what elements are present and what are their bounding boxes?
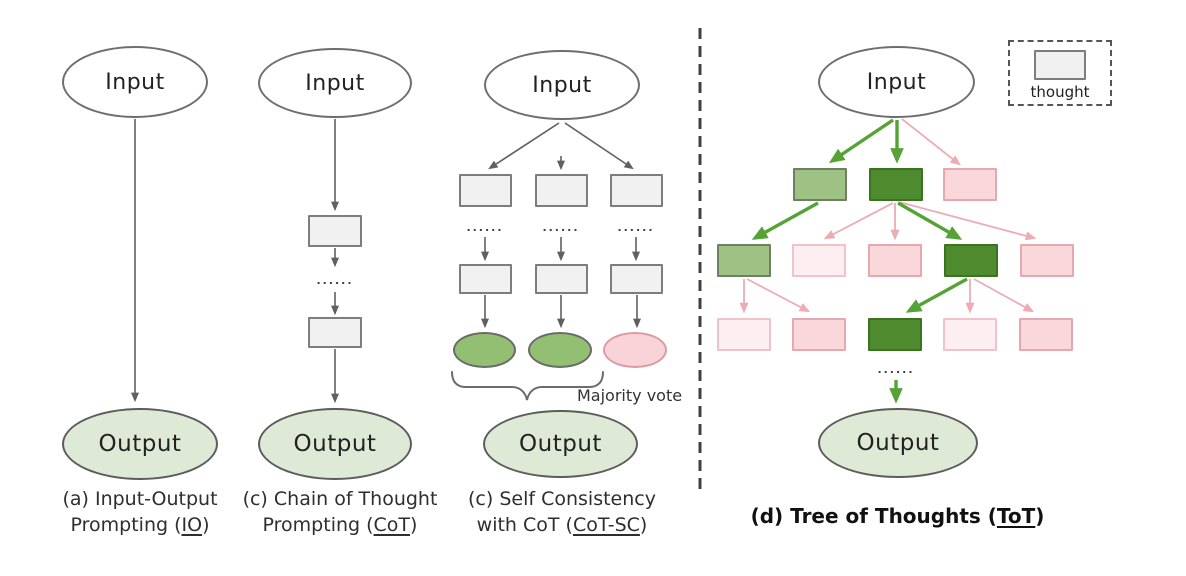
io-caption-acronym: IO — [181, 514, 203, 536]
cotsc-ellipsis-dots-1: ...... — [466, 221, 504, 234]
cotsc-caption-acronym: CoT-SC — [572, 514, 640, 536]
tot-ellipsis-dots: ...... — [877, 363, 915, 376]
tot-input-node: Input — [818, 46, 975, 118]
tot-pink-connectors — [739, 118, 1037, 314]
cotsc-thought-box-r2c1 — [459, 264, 512, 294]
cotsc-thought-box-r1c1 — [459, 174, 512, 207]
cot-output-node: Output — [258, 408, 412, 480]
tot-node-r3c1 — [717, 318, 771, 351]
tot-node-r2c2 — [792, 244, 846, 277]
majority-vote-brace — [451, 371, 604, 401]
tot-node-r1c3 — [943, 168, 997, 201]
tot-node-r2c5 — [1020, 244, 1074, 277]
legend-thought-label: thought — [1030, 83, 1090, 101]
cotsc-ellipsis-dots-3: ...... — [617, 221, 655, 234]
cotsc-input-node: Input — [484, 50, 640, 120]
cot-caption: (c) Chain of Thought Prompting (CoT) — [226, 486, 454, 538]
cot-input-node: Input — [258, 48, 412, 118]
cotsc-result-ellipse-2 — [528, 332, 592, 368]
cot-input-label: Input — [305, 70, 365, 96]
cot-caption-line1: (c) Chain of Thought — [242, 488, 438, 510]
io-input-node: Input — [62, 46, 208, 118]
cotsc-input-label: Input — [532, 72, 592, 98]
io-output-label: Output — [98, 431, 182, 457]
io-caption-line2-post: ) — [202, 514, 210, 536]
cotsc-thought-box-r1c3 — [610, 174, 663, 207]
legend-box: thought — [1008, 40, 1112, 106]
cotsc-connectors — [481, 122, 641, 329]
tot-node-r3c5 — [1019, 318, 1073, 351]
io-caption-line2-pre: Prompting ( — [70, 514, 182, 536]
tot-caption-acronym: ToT — [996, 504, 1036, 528]
cotsc-ellipsis-dots-2: ...... — [542, 221, 580, 234]
cot-output-label: Output — [293, 431, 377, 457]
tot-green-connectors — [751, 118, 968, 404]
cotsc-caption: (c) Self Consistency with CoT (CoT-SC) — [448, 486, 676, 538]
io-input-label: Input — [105, 69, 165, 95]
io-caption-line1: (a) Input-Output — [62, 488, 218, 510]
cotsc-result-ellipse-1 — [453, 332, 516, 368]
cotsc-thought-box-r2c2 — [535, 264, 588, 294]
cotsc-caption-line2-post: ) — [639, 514, 648, 536]
tot-node-r2c1 — [717, 244, 771, 277]
tot-caption-pre: (d) Tree of Thoughts ( — [750, 504, 997, 528]
cot-thought-box-2 — [308, 317, 362, 348]
tot-node-r1c1 — [793, 168, 847, 201]
cot-caption-line2-post: ) — [410, 514, 418, 536]
io-caption: (a) Input-Output Prompting (IO) — [28, 486, 252, 538]
tot-node-r1c2 — [869, 168, 923, 201]
legend-thought-swatch — [1034, 50, 1086, 80]
cot-caption-acronym: CoT — [373, 514, 411, 536]
cotsc-caption-line2-pre: with CoT ( — [476, 514, 573, 536]
tot-output-node: Output — [818, 408, 978, 478]
cot-ellipsis-dots: ...... — [316, 274, 354, 287]
cotsc-output-node: Output — [483, 410, 638, 478]
io-output-node: Output — [62, 408, 218, 480]
tot-node-r3c3 — [868, 318, 922, 351]
tot-node-r3c2 — [792, 318, 846, 351]
cotsc-result-ellipse-3 — [603, 332, 667, 368]
cot-caption-line2-pre: Prompting ( — [262, 514, 374, 536]
cotsc-thought-box-r2c3 — [610, 264, 663, 294]
cotsc-caption-line1: (c) Self Consistency — [468, 488, 656, 510]
tot-caption-post: ) — [1035, 504, 1045, 528]
cot-thought-box-1 — [308, 215, 362, 247]
majority-vote-label: Majority vote — [577, 386, 683, 405]
tot-caption: (d) Tree of Thoughts (ToT) — [730, 503, 1065, 529]
cotsc-output-label: Output — [519, 431, 602, 457]
cotsc-thought-box-r1c2 — [535, 174, 588, 207]
tot-output-label: Output — [856, 430, 940, 456]
tot-node-r3c4 — [943, 318, 997, 351]
tot-node-r2c4 — [944, 244, 998, 277]
tot-input-label: Input — [866, 69, 927, 95]
tot-node-r2c3 — [868, 244, 922, 277]
